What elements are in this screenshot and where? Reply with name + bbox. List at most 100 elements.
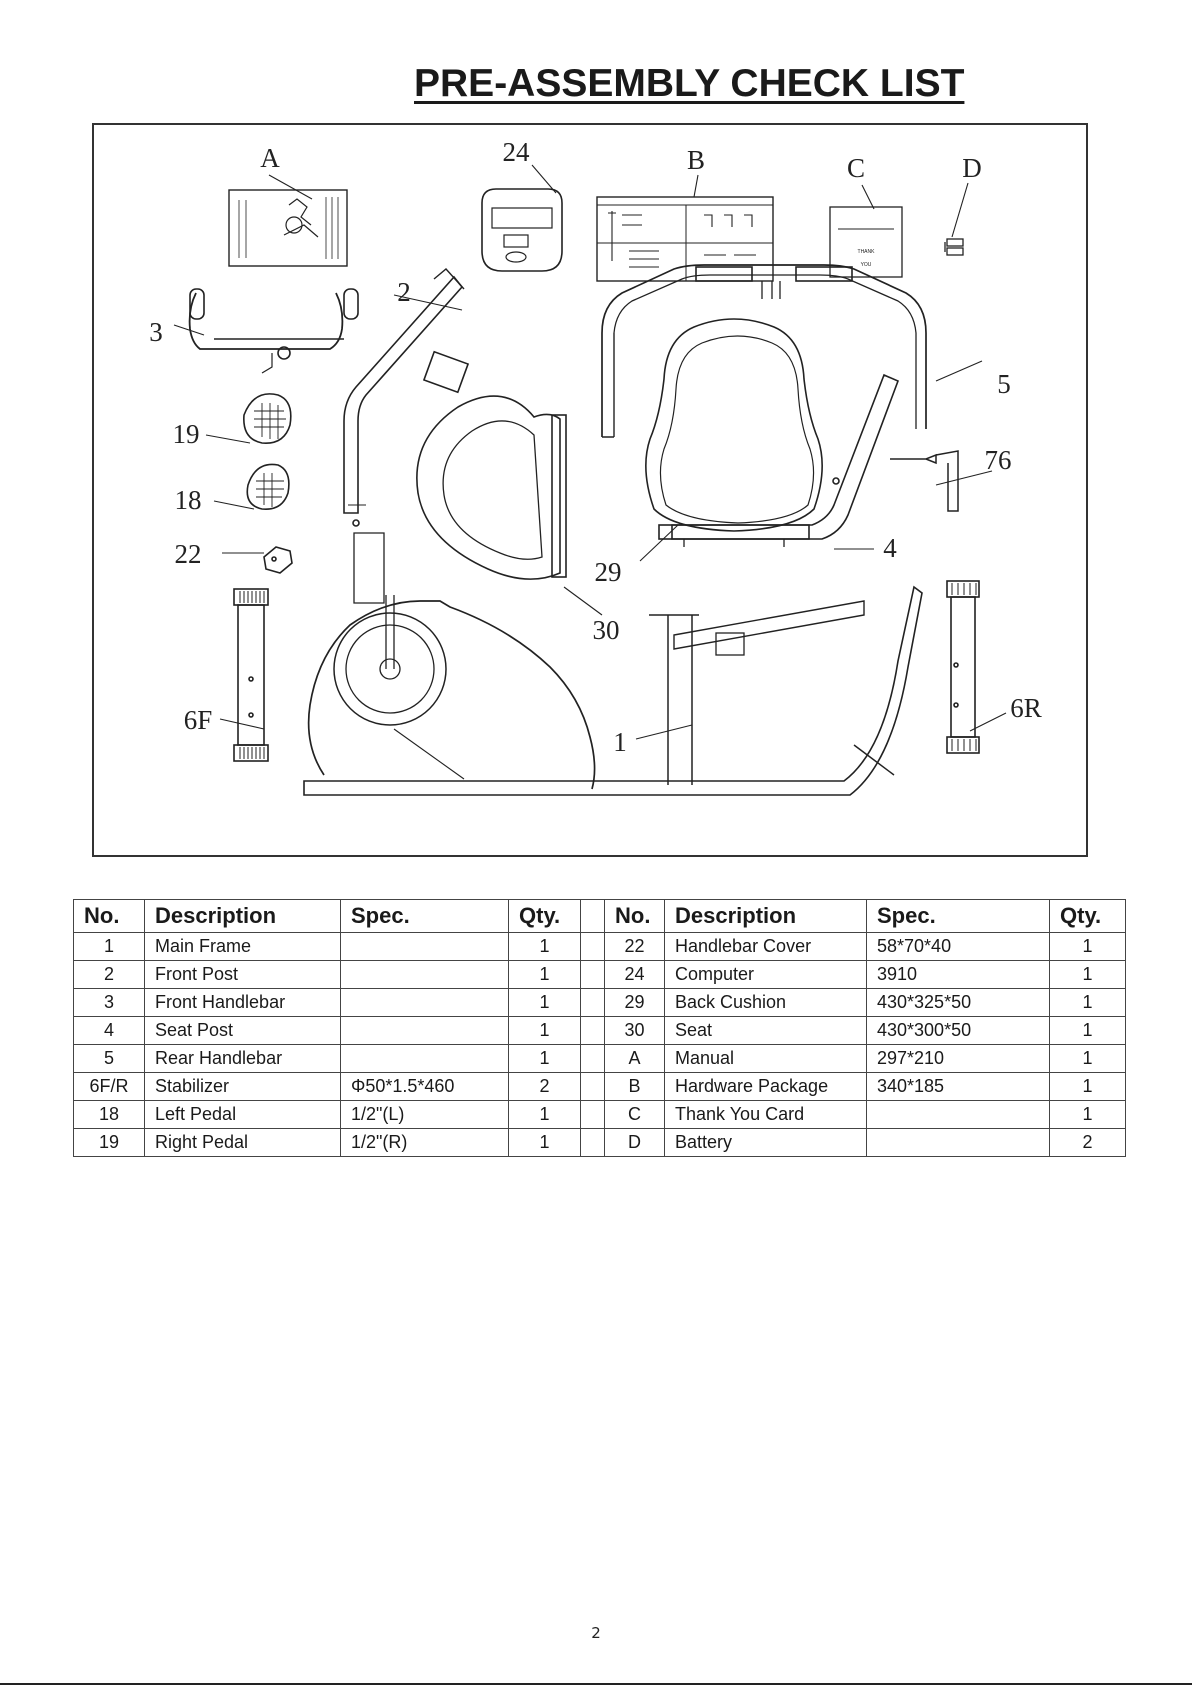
cell-qty: 2 [1049,1128,1126,1157]
cell-spec: 58*70*40 [866,932,1050,961]
callout-22: 22 [175,539,202,569]
page-title: PRE-ASSEMBLY CHECK LIST [414,62,965,105]
callout-76: 76 [985,445,1012,475]
cell-qty: 1 [508,1128,581,1157]
cell-description: Back Cushion [664,988,867,1017]
cell-no: 4 [73,1016,145,1045]
header-description: Description [664,899,867,933]
cell-qty: 1 [508,1016,581,1045]
cell-description: Seat [664,1016,867,1045]
table-row: 5 Rear Handlebar 1 A Manual 297*210 1 [73,1044,1126,1073]
part-seat-post-illustration [658,373,900,547]
table-gap [580,932,605,961]
part-seat-illustration [416,395,567,580]
callout-19: 19 [173,419,200,449]
callout-29: 29 [595,557,622,587]
cell-spec [866,1128,1050,1157]
cell-no: 22 [604,932,665,961]
header-description: Description [144,899,341,933]
callout-24: 24 [503,137,531,167]
callout-A: A [260,143,280,173]
part-back-cushion-illustration [645,318,823,532]
cell-qty: 1 [1049,932,1126,961]
cell-no: 19 [73,1128,145,1157]
cell-qty: 1 [1049,988,1126,1017]
cell-no: B [604,1072,665,1101]
cell-description: Right Pedal [144,1128,341,1157]
callout-3: 3 [149,317,163,347]
table-row: 18 Left Pedal 1/2"(L) 1 C Thank You Card… [73,1100,1126,1129]
part-rear-handlebar-illustration [601,264,927,438]
parts-table: No. Description Spec. Qty. No. Descripti… [73,899,1126,1157]
cell-description: Left Pedal [144,1100,341,1129]
callout-4: 4 [883,533,897,563]
part-rear-stabilizer-illustration [946,580,980,754]
header-qty: Qty. [508,899,581,933]
callout-leader-lines [173,164,1007,740]
cell-qty: 1 [1049,1044,1126,1073]
cell-description: Thank You Card [664,1100,867,1129]
cell-qty: 2 [508,1072,581,1101]
part-pin-knob-illustration [890,450,959,512]
table-gap [580,1128,605,1157]
cell-qty: 1 [1049,1072,1126,1101]
page-number: 2 [591,1624,601,1642]
cell-qty: 1 [508,1100,581,1129]
cell-spec: 430*325*50 [866,988,1050,1017]
cell-qty: 1 [508,988,581,1017]
cell-spec: 430*300*50 [866,1016,1050,1045]
part-manual-illustration [228,189,348,267]
cell-spec: 340*185 [866,1072,1050,1101]
cell-qty: 1 [1049,1016,1126,1045]
cell-spec: 297*210 [866,1044,1050,1073]
cell-spec [340,960,509,989]
part-computer-illustration [481,188,563,272]
part-left-pedal-illustration [246,463,290,510]
cell-no: 6F/R [73,1072,145,1101]
parts-diagram-svg: THANK YOU [149,137,1042,796]
table-gap [580,1100,605,1129]
table-row: 19 Right Pedal 1/2"(R) 1 D Battery 2 [73,1128,1126,1157]
cell-spec: 1/2"(R) [340,1128,509,1157]
header-no: No. [73,899,145,933]
part-hardware-package-illustration [596,196,774,282]
cell-no: 30 [604,1016,665,1045]
header-spec: Spec. [866,899,1050,933]
table-gap [580,1044,605,1073]
cell-qty: 1 [508,960,581,989]
table-row: 1 Main Frame 1 22 Handlebar Cover 58*70*… [73,932,1126,961]
header-no: No. [604,899,665,933]
cell-spec: Φ50*1.5*460 [340,1072,509,1101]
cell-spec [340,1016,509,1045]
callout-2: 2 [397,277,411,307]
parts-diagram: THANK YOU [92,123,1088,857]
part-front-post-illustration [343,268,470,527]
part-front-handlebar-illustration [188,288,359,374]
table-gap [580,1072,605,1101]
callout-30: 30 [593,615,620,645]
cell-spec [340,1044,509,1073]
cell-qty: 1 [1049,1100,1126,1129]
cell-no: 5 [73,1044,145,1073]
cell-no: C [604,1100,665,1129]
cell-no: 29 [604,988,665,1017]
callout-B: B [687,145,705,175]
cell-description: Computer [664,960,867,989]
cell-description: Battery [664,1128,867,1157]
cell-description: Manual [664,1044,867,1073]
callout-6R: 6R [1010,693,1042,723]
callout-18: 18 [175,485,202,515]
cell-spec [340,988,509,1017]
cell-description: Front Post [144,960,341,989]
table-row: 4 Seat Post 1 30 Seat 430*300*50 1 [73,1016,1126,1045]
callout-6F: 6F [184,705,213,735]
part-right-pedal-illustration [243,393,292,444]
part-main-frame-illustration [303,532,923,796]
cell-no: D [604,1128,665,1157]
callout-5: 5 [997,369,1011,399]
cell-no: 18 [73,1100,145,1129]
table-row: 2 Front Post 1 24 Computer 3910 1 [73,960,1126,989]
bottom-rule [0,1683,1192,1685]
callout-D: D [962,153,982,183]
cell-description: Rear Handlebar [144,1044,341,1073]
